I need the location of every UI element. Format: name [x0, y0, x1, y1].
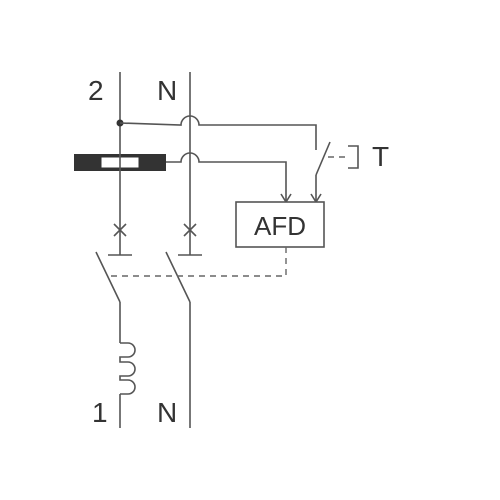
phase-conductor: [95, 72, 136, 428]
phase-isolation-cross: [113, 223, 127, 237]
trip-linkage: [108, 247, 287, 277]
terminal-label-1: 1: [92, 397, 108, 428]
afd-module: [235, 201, 325, 248]
neutral-isolation-cross: [183, 223, 197, 237]
sensor-signal-wire: [166, 152, 287, 202]
terminal-label-2: 2: [88, 75, 104, 106]
afd-label: AFD: [254, 211, 306, 241]
test-label: T: [372, 141, 389, 172]
test-button-switch: [310, 141, 359, 204]
terminal-label-n-top: N: [157, 75, 177, 106]
terminal-label-n-bottom: N: [157, 397, 177, 428]
neutral-conductor: [165, 72, 202, 428]
test-circuit-wire: [119, 115, 317, 142]
